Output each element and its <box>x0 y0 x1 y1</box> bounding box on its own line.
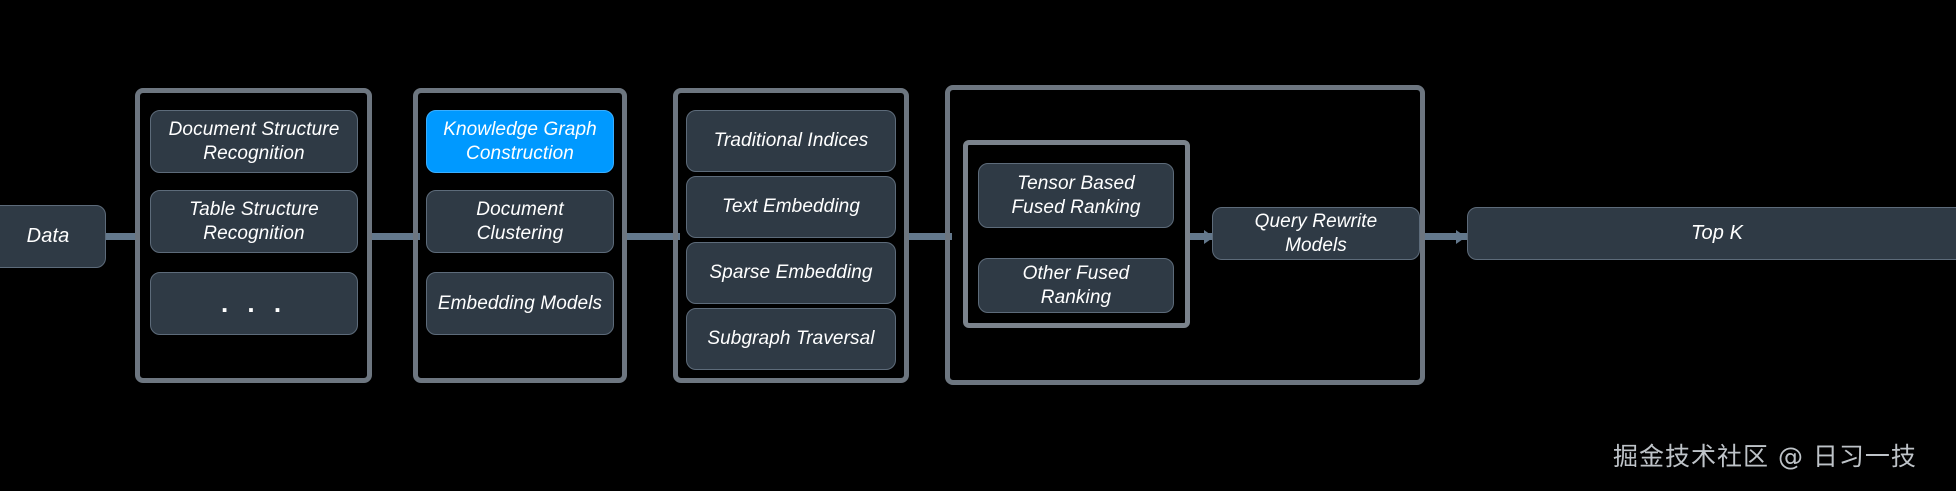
connector-data-to-stage1 <box>104 233 140 240</box>
arrow-to-topk <box>1456 230 1466 244</box>
stage4-sub-item-1-label: Other Fused Ranking <box>1022 262 1130 308</box>
stage3-item-1[interactable]: Text Embedding <box>686 176 896 238</box>
arrow-to-query-rewrite <box>1204 230 1214 244</box>
connector-subgroup-to-query-rewrite <box>1186 233 1218 240</box>
stage4-sub-item-1[interactable]: Other Fused Ranking <box>978 258 1174 313</box>
stage2-item-0-label: Knowledge Graph Construction <box>443 118 597 164</box>
stage1-item-1-label: Table Structure Recognition <box>189 198 319 244</box>
input-node-label: Data <box>26 225 70 247</box>
stage3-item-0[interactable]: Traditional Indices <box>686 110 896 172</box>
stage3-item-2[interactable]: Sparse Embedding <box>686 242 896 304</box>
connector-stage1-to-stage2 <box>368 233 420 240</box>
query-rewrite-models-label: Query Rewrite Models <box>1254 210 1378 256</box>
stage3-item-0-label: Traditional Indices <box>713 130 869 152</box>
stage3-item-2-label: Sparse Embedding <box>709 262 873 284</box>
output-node-label: Top K <box>1690 222 1744 244</box>
watermark-text: 掘金技术社区 @ 日习一技 <box>1613 442 1917 471</box>
connector-query-rewrite-to-topk <box>1416 233 1468 240</box>
input-node-data[interactable]: Data <box>0 205 106 268</box>
fused-ranking-subgroup <box>963 140 1190 328</box>
stage1-item-2-label: . . . <box>220 288 288 319</box>
stage1-item-0-label: Document Structure Recognition <box>168 118 340 164</box>
stage1-item-0[interactable]: Document Structure Recognition <box>150 110 358 173</box>
stage-group-ranking <box>945 85 1425 385</box>
output-node-topk[interactable]: Top K <box>1467 207 1956 260</box>
connector-stage2-to-stage3 <box>622 233 680 240</box>
stage3-item-3[interactable]: Subgraph Traversal <box>686 308 896 370</box>
stage3-item-1-label: Text Embedding <box>721 196 860 218</box>
stage1-item-1[interactable]: Table Structure Recognition <box>150 190 358 253</box>
stage-group-indexing <box>673 88 909 383</box>
stage-group-parsing <box>135 88 372 383</box>
stage2-item-2[interactable]: Embedding Models <box>426 272 614 335</box>
stage3-item-3-label: Subgraph Traversal <box>707 328 875 350</box>
stage2-item-1-label: Document Clustering <box>476 198 564 244</box>
stage2-item-2-label: Embedding Models <box>437 292 603 314</box>
query-rewrite-models-node[interactable]: Query Rewrite Models <box>1212 207 1420 260</box>
connector-stage3-to-stage4 <box>904 233 952 240</box>
stage4-sub-item-0-label: Tensor Based Fused Ranking <box>1011 172 1141 218</box>
stage1-item-2[interactable]: . . . <box>150 272 358 335</box>
stage4-sub-item-0[interactable]: Tensor Based Fused Ranking <box>978 163 1174 228</box>
stage2-item-1[interactable]: Document Clustering <box>426 190 614 253</box>
stage2-item-0[interactable]: Knowledge Graph Construction <box>426 110 614 173</box>
stage-group-knowledge <box>413 88 627 383</box>
